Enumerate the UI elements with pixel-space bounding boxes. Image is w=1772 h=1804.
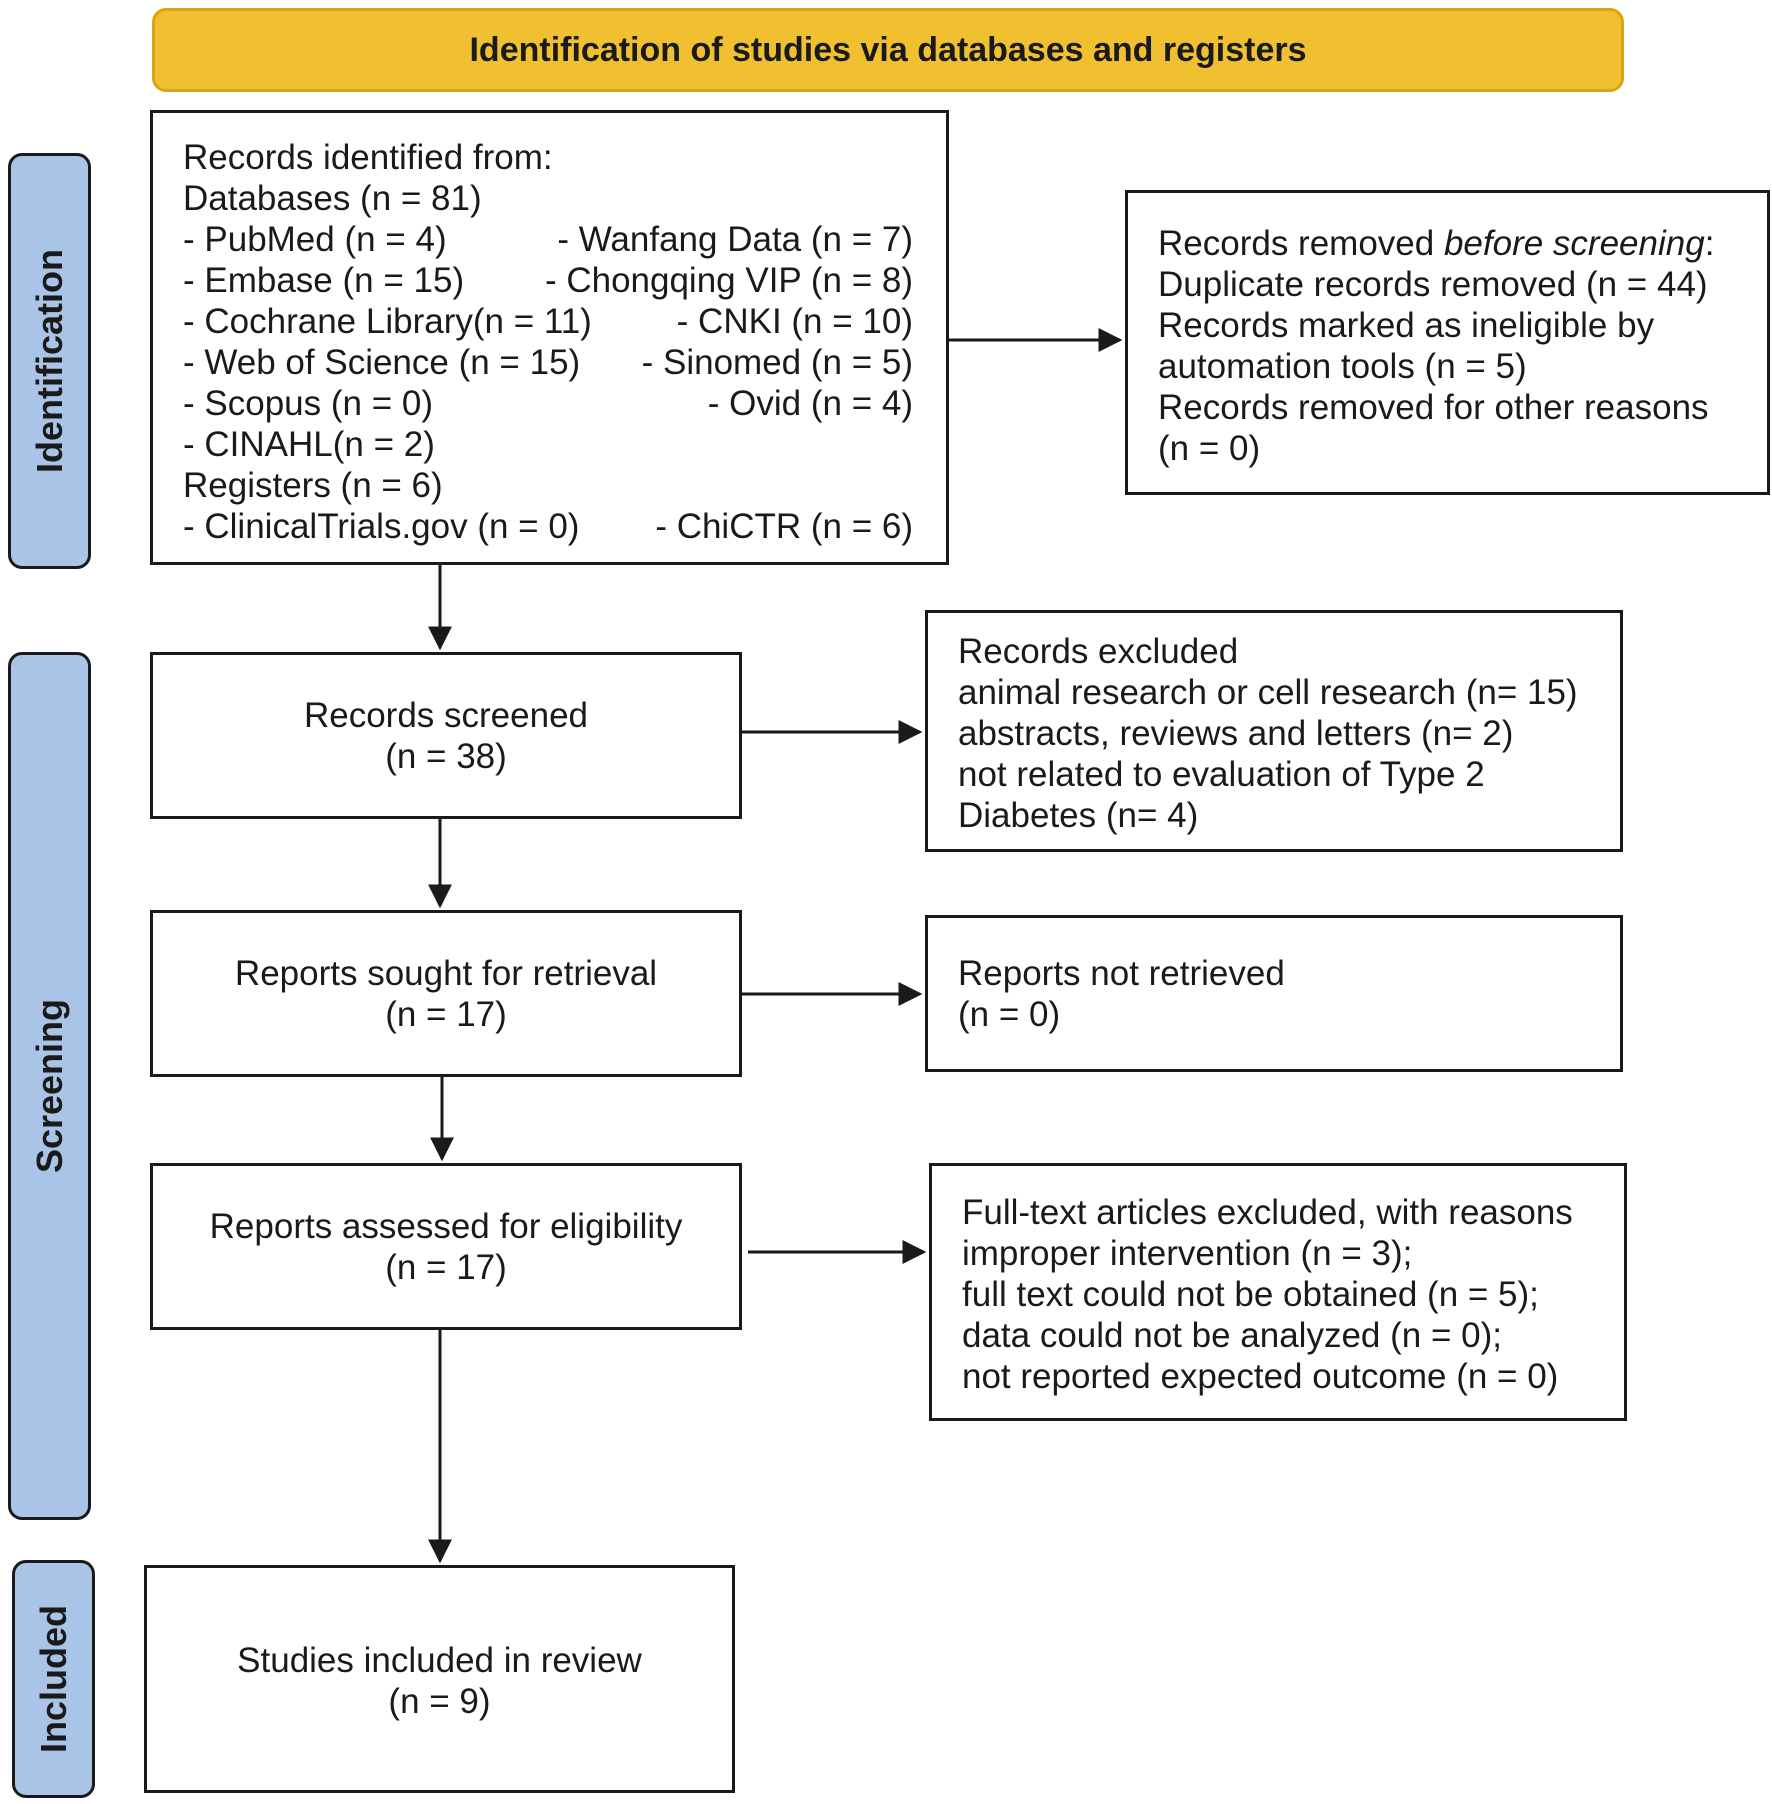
database-row: - CINAHL(n = 2) (183, 425, 435, 464)
banner: Identification of studies via databases … (152, 8, 1624, 92)
phase-included: Included (12, 1560, 95, 1798)
screened-count: (n = 38) (385, 737, 507, 776)
database-row: - Scopus (n = 0)- Ovid (n = 4) (183, 384, 913, 423)
removed-line: Duplicate records removed (n = 44) (1158, 265, 1708, 304)
phase-identification: Identification (8, 153, 91, 569)
screened-label: Records screened (303, 696, 589, 735)
database-row: - Cochrane Library(n = 11)- CNKI (n = 10… (183, 302, 913, 341)
register-row: - ClinicalTrials.gov (n = 0)- ChiCTR (n … (183, 507, 913, 546)
assessed-label: Reports assessed for eligibility (209, 1207, 683, 1246)
removed-heading: Records removed before screening: (1158, 224, 1715, 263)
records-identified-box: Records identified from: Databases (n = … (150, 110, 949, 565)
identified-heading: Records identified from: (183, 138, 553, 177)
records-removed-box: Records removed before screening: Duplic… (1125, 190, 1770, 495)
database-row: - PubMed (n = 4)- Wanfang Data (n = 7) (183, 220, 913, 259)
studies-included-box: Studies included in review (n = 9) (144, 1565, 735, 1793)
databases-label: Databases (n = 81) (183, 179, 482, 218)
excluded-line: abstracts, reviews and letters (n= 2) (958, 714, 1514, 753)
included-label: Studies included in review (237, 1641, 642, 1680)
removed-line: automation tools (n = 5) (1158, 347, 1527, 386)
fulltext-excluded-box: Full-text articles excluded, with reason… (929, 1163, 1627, 1421)
fulltext-line: improper intervention (n = 3); (962, 1234, 1413, 1273)
excluded-line: Records excluded (958, 632, 1239, 671)
removed-line: Records removed for other reasons (1158, 388, 1709, 427)
excluded-line: not related to evaluation of Type 2 (958, 755, 1485, 794)
reports-sought-box: Reports sought for retrieval (n = 17) (150, 910, 742, 1077)
excluded-line: Diabetes (n= 4) (958, 796, 1199, 835)
removed-line: (n = 0) (1158, 429, 1261, 468)
assessed-count: (n = 17) (385, 1248, 507, 1287)
database-row: - Web of Science (n = 15)- Sinomed (n = … (183, 343, 913, 382)
phase-screening: Screening (8, 652, 91, 1520)
sought-label: Reports sought for retrieval (234, 954, 658, 993)
database-row: - Embase (n = 15)- Chongqing VIP (n = 8) (183, 261, 913, 300)
removed-line: Records marked as ineligible by (1158, 306, 1655, 345)
not-retrieved-label: Reports not retrieved (958, 954, 1285, 993)
reports-assessed-box: Reports assessed for eligibility (n = 17… (150, 1163, 742, 1330)
fulltext-line: not reported expected outcome (n = 0) (962, 1357, 1559, 1396)
reports-not-retrieved-box: Reports not retrieved (n = 0) (925, 915, 1623, 1072)
records-screened-box: Records screened (n = 38) (150, 652, 742, 819)
fulltext-line: full text could not be obtained (n = 5); (962, 1275, 1539, 1314)
fulltext-line: Full-text articles excluded, with reason… (962, 1193, 1573, 1232)
not-retrieved-count: (n = 0) (958, 995, 1061, 1034)
sought-count: (n = 17) (385, 995, 507, 1034)
records-excluded-box: Records excluded animal research or cell… (925, 610, 1623, 852)
registers-label: Registers (n = 6) (183, 466, 443, 505)
excluded-line: animal research or cell research (n= 15) (958, 673, 1578, 712)
included-count: (n = 9) (388, 1682, 491, 1721)
fulltext-line: data could not be analyzed (n = 0); (962, 1316, 1502, 1355)
